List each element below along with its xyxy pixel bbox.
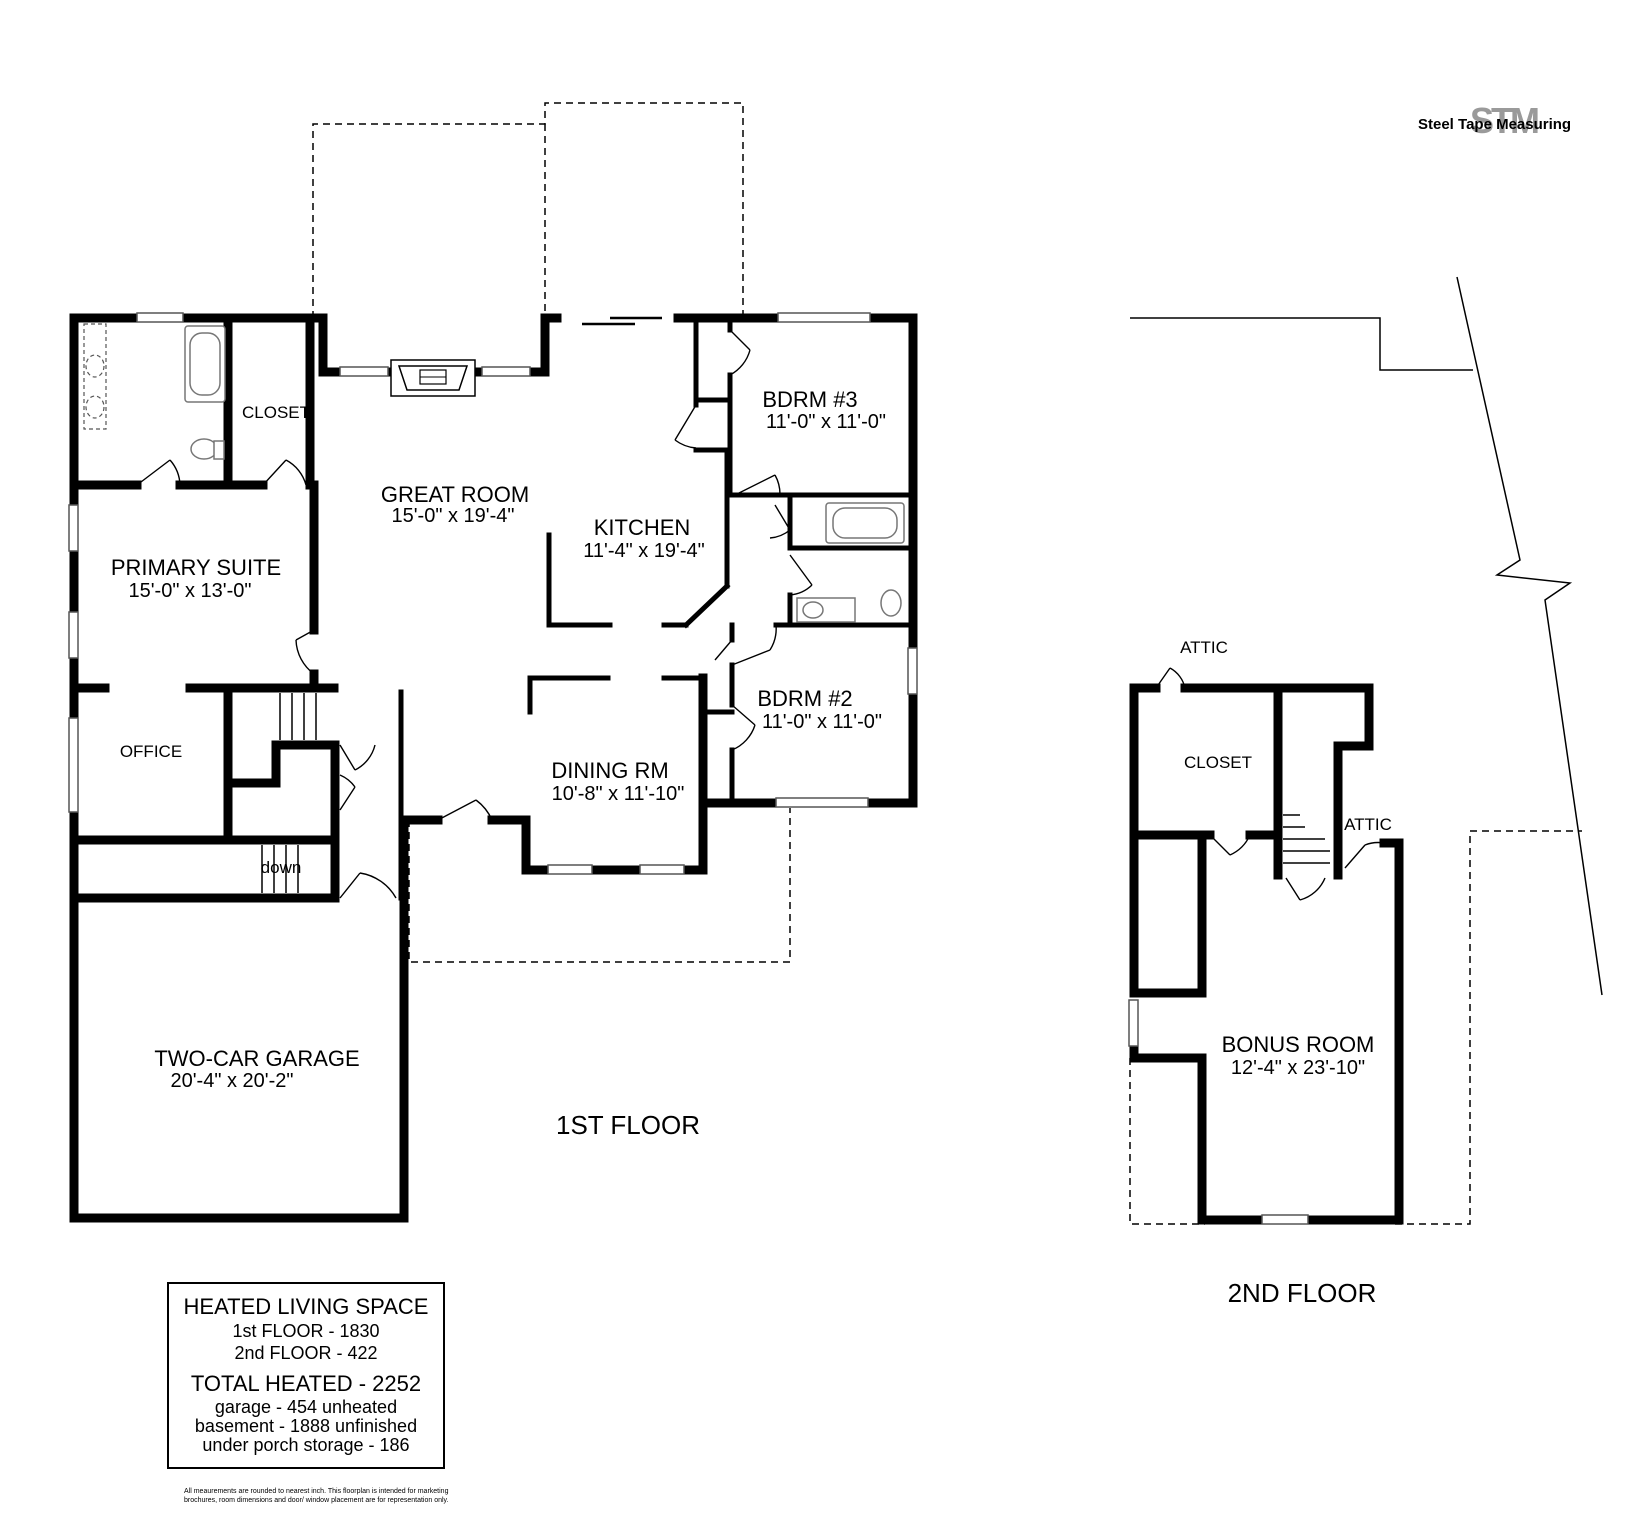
kitchen-name: KITCHEN xyxy=(594,515,691,540)
primary-suite-name: PRIMARY SUITE xyxy=(111,555,281,580)
company-logo: STM Steel Tape Measuring xyxy=(1418,100,1588,141)
first-floor-title: 1ST FLOOR xyxy=(556,1110,700,1140)
second-floor-doors xyxy=(1155,667,1385,901)
first-floor-windows xyxy=(68,312,918,875)
stairs-down-label: down xyxy=(261,858,302,877)
rear-deck-outline xyxy=(312,102,744,318)
summary-porch: under porch storage - 186 xyxy=(202,1435,410,1455)
second-floor-windows xyxy=(1128,999,1309,1225)
great-room-name: GREAT ROOM xyxy=(381,482,529,507)
second-floor-walls xyxy=(1129,683,1404,1225)
hall-bath-fixtures xyxy=(796,502,905,623)
summary-total: TOTAL HEATED - 2252 xyxy=(190,1371,422,1396)
summary-garage: garage - 454 unheated xyxy=(214,1397,398,1417)
kitchen-dims: 11'-4" x 19'-4" xyxy=(583,540,705,562)
logo-mark: STM xyxy=(1470,100,1540,141)
bdrm3-dims: 11'-0" x 11'-0" xyxy=(766,411,886,433)
summary-basement: basement - 1888 unfinished xyxy=(194,1416,418,1436)
primary-suite-dims: 15'-0" x 13'-0" xyxy=(128,580,251,602)
dining-dims: 10'-8" x 11'-10" xyxy=(552,783,685,805)
first-floor-doors xyxy=(136,329,813,899)
second-floor-dashed xyxy=(1129,830,1582,1225)
great-room-dims: 15'-0" x 19'-4" xyxy=(391,505,514,527)
office-label: OFFICE xyxy=(120,742,182,761)
bdrm2-dims: 11'-0" x 11'-0" xyxy=(762,711,882,733)
garage-dims: 20'-4" x 20'-2" xyxy=(170,1070,293,1092)
summary-heading: HEATED LIVING SPACE xyxy=(183,1294,429,1319)
summary-second-floor: 2nd FLOOR - 422 xyxy=(234,1343,378,1363)
summary-first-floor: 1st FLOOR - 1830 xyxy=(232,1321,380,1341)
first-floor-stairs xyxy=(261,693,317,893)
fireplace-icon xyxy=(390,359,476,397)
garage-name: TWO-CAR GARAGE xyxy=(154,1046,359,1071)
room-labels: GREAT ROOM 15'-0" x 19'-4" KITCHEN 11'-4… xyxy=(111,387,1392,1308)
closet-label-2: CLOSET xyxy=(1184,753,1252,772)
bdrm2-name: BDRM #2 xyxy=(757,686,852,711)
bonus-room-dims: 12'-4" x 23'-10" xyxy=(1231,1057,1365,1079)
roof-line xyxy=(1130,276,1603,996)
second-floor-stairs xyxy=(1283,814,1330,864)
bonus-room-name: BONUS ROOM xyxy=(1222,1032,1375,1057)
front-porch-outline xyxy=(408,808,791,963)
heated-space-summary: HEATED LIVING SPACE 1st FLOOR - 1830 2nd… xyxy=(167,1282,445,1469)
disclaimer-text: All meaurements are rounded to nearest i… xyxy=(184,1488,449,1504)
logo-text: Steel Tape Measuring xyxy=(1418,116,1572,133)
primary-bath-fixtures xyxy=(83,323,226,460)
closet-label: CLOSET xyxy=(242,403,310,422)
second-floor-title: 2ND FLOOR xyxy=(1228,1278,1377,1308)
bdrm3-name: BDRM #3 xyxy=(762,387,857,412)
dining-name: DINING RM xyxy=(551,758,668,783)
attic-label-1: ATTIC xyxy=(1180,638,1228,657)
attic-label-2: ATTIC xyxy=(1344,815,1392,834)
